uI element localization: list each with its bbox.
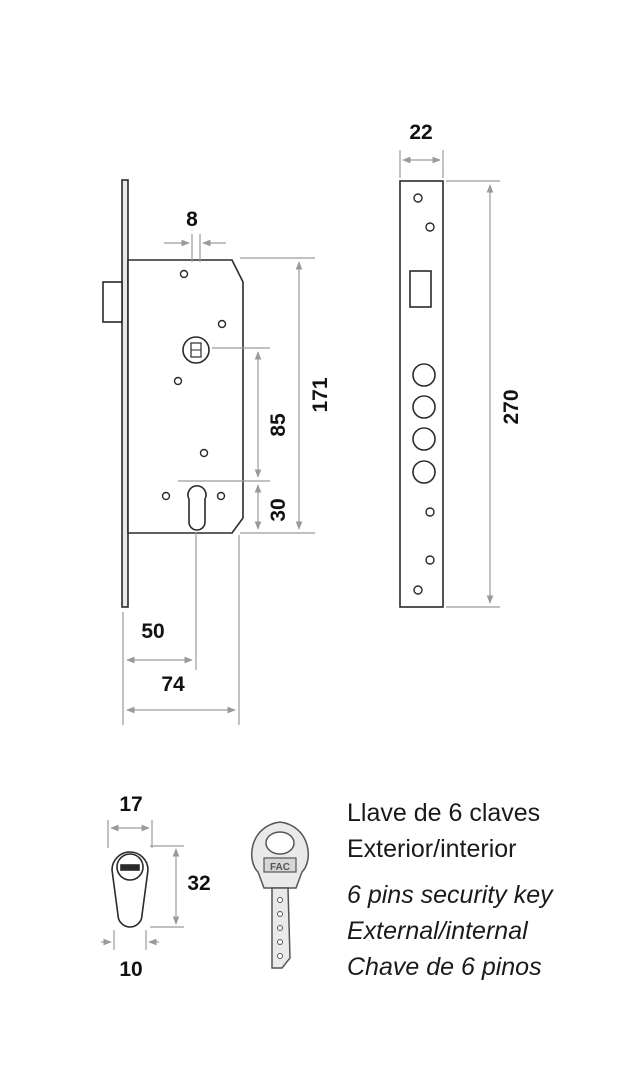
cylinder-to-bottom-label: 30 (267, 498, 290, 521)
faceplate-screws (413, 193, 435, 595)
cylinder-profile (111, 851, 149, 928)
cylinder-holes (412, 363, 436, 484)
caption-spanish-line-2: Exterior/interior (347, 835, 517, 863)
faceplate-width-label: 22 (409, 121, 432, 144)
security-key-illustration: FAC (251, 821, 309, 969)
caption-spanish-line-1: Llave de 6 claves (347, 799, 541, 827)
key-hole (265, 831, 295, 855)
lock-case (127, 259, 244, 534)
caption-english-line-2: External/internal (347, 917, 528, 945)
body-depth-label: 74 (161, 673, 185, 696)
body-height-label: 171 (309, 377, 332, 412)
caption-portuguese-line: Chave de 6 pinos (347, 953, 542, 981)
case-screws (161, 269, 227, 501)
cylinder-dimension-lines (101, 820, 184, 950)
cylinder-height-label: 32 (187, 872, 210, 895)
spindle-to-cylinder-label: 85 (267, 413, 290, 437)
lock-dimension-lines (122, 234, 315, 725)
latch-opening (409, 270, 432, 308)
faceplate (399, 180, 444, 608)
latch-bolt (102, 281, 123, 323)
faceplate-front-view (399, 180, 444, 608)
spindle-size-label: 8 (186, 208, 198, 231)
caption-english-line-1: 6 pins security key (347, 881, 553, 909)
faceplate-height-label: 270 (500, 389, 523, 424)
keyway (120, 864, 140, 871)
mortise-lock-side-view (102, 179, 244, 608)
key-dimples (277, 897, 283, 959)
backset-label: 50 (141, 620, 164, 643)
cylinder-cutout (187, 485, 207, 531)
faceplate-dimension-lines (399, 150, 500, 608)
cylinder-width-label: 17 (119, 793, 142, 816)
front-plate-edge (121, 179, 129, 608)
cylinder-cam-width-label: 10 (119, 958, 142, 981)
key-head-marking: FAC (270, 862, 290, 873)
